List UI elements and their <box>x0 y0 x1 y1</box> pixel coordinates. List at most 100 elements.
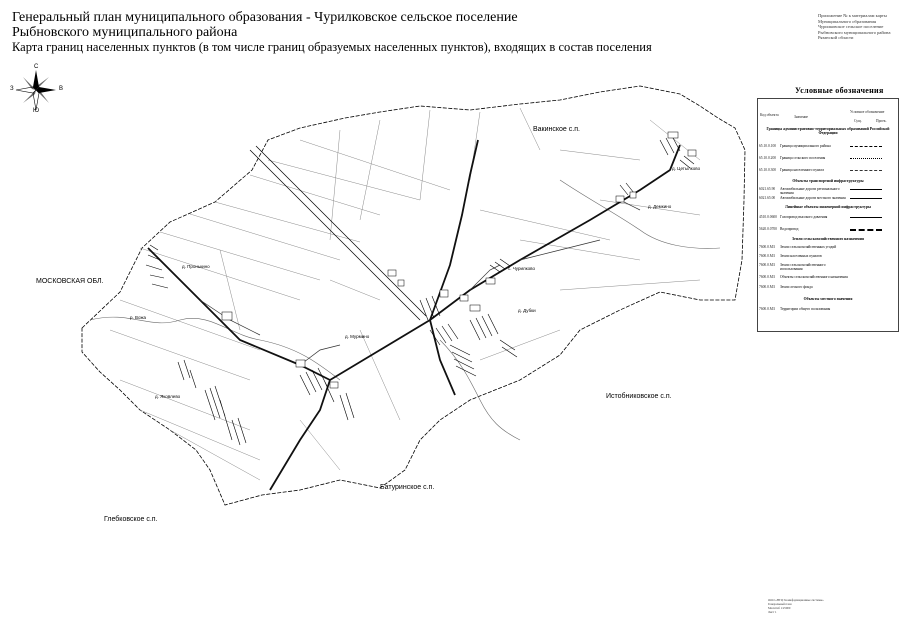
legend-row-code: 7600.0.МЗ <box>759 285 775 289</box>
legend-row: 7600.0.МЗ Земли сельскохозяйственного ис… <box>758 263 898 272</box>
field-parcels <box>109 107 701 481</box>
legend-row-code: 6021.65.90 <box>759 187 776 191</box>
compass-south-label: Ю <box>33 108 40 114</box>
legend-col-symbol-existing: Сущ. <box>854 119 862 123</box>
legend-row-text: Граница населенного пункта <box>780 168 824 172</box>
legend-row-code: 7600.0.МЗ <box>759 263 775 267</box>
legend-row-code: 7600.0.МЗ <box>759 254 775 258</box>
legend-row-code: 7600.0.МЗ <box>759 275 775 279</box>
approval-line: Чурилковское сельское поселение <box>818 24 884 30</box>
compass-rose-icon: С Ю З В <box>10 64 63 114</box>
legend-col-name: Значение <box>794 115 809 119</box>
legend-row-code: 65.10.0.100 <box>759 144 777 148</box>
map-title-block: Генеральный план муниципального образова… <box>12 10 652 54</box>
approval-note: Приложение № к материалам карты Муниципа… <box>818 13 890 41</box>
label-village: д. Цетылково <box>672 166 701 171</box>
legend-col-symbol: Условное обозначение <box>850 110 885 114</box>
legend-row-text: Граница сельского поселения <box>780 156 826 160</box>
legend-row-text: Земли лесного фонда <box>780 285 813 289</box>
label-village: д. Яковлево <box>155 394 181 399</box>
legend-row: 7600.0.МЗ Земли сельскохозяйственных уго… <box>758 245 898 251</box>
label-village: д. Демкино <box>648 204 672 209</box>
secondary-roads <box>199 199 641 366</box>
legend-row-text: Земли сельскохозяйственных угодий <box>780 245 837 249</box>
legend-row-code: 6021.65.00 <box>759 196 776 200</box>
legend-row: 7600.0.МЗ Земли населенных пунктов <box>758 254 898 260</box>
label-glebkovskoe: Глебковское с.п. <box>104 516 158 523</box>
legend-symbol <box>850 217 882 218</box>
legend-row: 7600.0.МЗ Объекты сельскохозяйственного … <box>758 275 898 281</box>
stamp-line: Масштаб 1:25000 <box>768 606 791 610</box>
legend-table: Код объекта Значение Условное обозначени… <box>757 98 899 332</box>
rivers <box>89 179 721 441</box>
legend-row: 7600.0.МЗ Земли лесного фонда <box>758 285 898 291</box>
legend-row-code: 65.10.0.200 <box>759 156 777 160</box>
title-stamp: ООО «НТЦ Геоинформационные системы» Гене… <box>768 598 900 634</box>
label-village: д. Дубки <box>518 308 536 313</box>
label-moskovskaya-obl: МОСКОВСКАЯ ОБЛ. <box>36 278 104 285</box>
compass-north-label: С <box>34 64 39 70</box>
legend-section: Объекты транспортной инфраструктуры <box>792 179 864 183</box>
railway-line <box>249 145 427 321</box>
legend-row-text: Водопровод <box>780 227 799 231</box>
legend-row: 7600.0.МЗ Территории общего пользования <box>758 307 898 313</box>
approval-line: Рыбновского муниципального района <box>818 29 891 35</box>
compass-west-label: З <box>10 86 14 92</box>
legend-row-code: 4510.0.0600 <box>759 215 777 219</box>
legend-row-code: 7600.0.МЗ <box>759 307 775 311</box>
settlement-boundary <box>81 85 746 506</box>
legend-row: 5620.0.0700 Водопровод <box>758 227 898 233</box>
label-vakinskoe: Вакинское с.п. <box>533 126 580 133</box>
legend-symbol <box>850 229 882 231</box>
legend-row: 6021.65.90 Автомобильные дороги регионал… <box>758 187 898 196</box>
legend-row-text: Земли сельскохозяйственного использовани… <box>780 263 826 272</box>
legend-row: 4510.0.0600 Газопровод высокого давления <box>758 215 898 221</box>
legend-row-text: Автомобильные дороги регионального значе… <box>780 187 840 196</box>
legend-section: Объекты местного значения <box>803 297 853 301</box>
legend-row-text: Территории общего пользования <box>780 307 831 311</box>
label-istobnikovskoe: Истобниковское с.п. <box>606 393 672 400</box>
legend-symbol <box>850 198 882 199</box>
map-legend: Условные обозначения Код объекта Значени… <box>757 84 899 336</box>
stamp-line: Генеральный план <box>768 602 792 606</box>
legend-row-code: 5620.0.0700 <box>759 227 777 231</box>
legend-section: Земли сельскохозяйственного назначения <box>792 237 864 241</box>
legend-section: Границы административно-территориальных … <box>766 127 890 136</box>
legend-row: 65.10.0.100 Граница муниципального район… <box>758 144 898 150</box>
legend-row: 65.10.0.300 Граница населенного пункта <box>758 168 898 174</box>
legend-row-text: Граница муниципального района <box>780 144 831 148</box>
legend-row-code: 7600.0.МЗ <box>759 245 775 249</box>
stamp-line: ООО «НТЦ Геоинформационные системы» <box>768 598 824 602</box>
legend-symbol <box>850 158 882 159</box>
legend-symbol <box>850 170 882 171</box>
label-village: р. Вожа <box>130 315 146 320</box>
compass-east-label: В <box>59 86 64 92</box>
label-baturinskoe: Батуринское с.п. <box>380 484 435 491</box>
approval-line: Рязанской области <box>818 35 854 41</box>
legend-title: Условные обозначения <box>795 86 884 95</box>
settlement-hatching <box>145 135 695 446</box>
legend-symbol <box>850 146 882 147</box>
approval-line: Муниципального образования <box>818 18 877 24</box>
label-village: д. Пронькино <box>182 264 210 269</box>
legend-row-text: Земли населенных пунктов <box>780 254 822 258</box>
legend-section: Линейные объекты инженерной инфраструкту… <box>785 205 871 209</box>
legend-col-symbol-project: Проек. <box>876 119 887 123</box>
map-title: Генеральный план муниципального образова… <box>12 10 518 25</box>
legend-row-text: Газопровод высокого давления <box>780 215 828 219</box>
approval-line: Приложение № к материалам карты <box>818 13 887 18</box>
legend-row-text: Объекты сельскохозяйственного назначения <box>780 275 848 279</box>
legend-symbol <box>850 189 882 190</box>
legend-row: 6021.65.00 Автомобильные дороги местного… <box>758 196 898 202</box>
buildings <box>221 131 697 389</box>
legend-col-code: Код объекта <box>760 113 779 117</box>
label-village: д. Мурмино <box>345 334 370 339</box>
map-title-district: Рыбновского муниципального района <box>12 25 238 40</box>
map-subtitle: Карта границ населенных пунктов (в том ч… <box>12 40 652 54</box>
legend-row-text: Автомобильные дороги местного значения <box>780 196 846 200</box>
label-village: с. Чурилково <box>508 266 535 271</box>
stamp-sheet: Лист 1 <box>768 610 777 614</box>
legend-row: 65.10.0.200 Граница сельского поселения <box>758 156 898 162</box>
legend-row-code: 65.10.0.300 <box>759 168 777 172</box>
